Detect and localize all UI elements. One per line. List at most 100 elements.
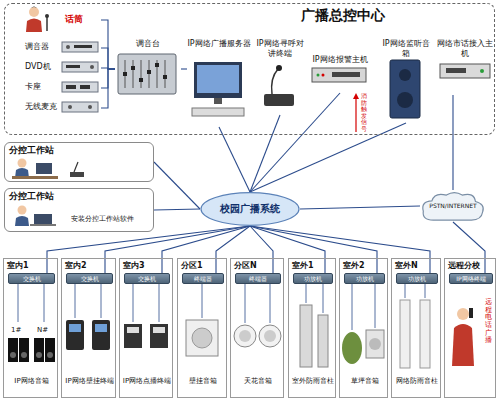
- phone-person: [469, 308, 473, 318]
- speaker-symbol: [47, 352, 53, 358]
- column-speaker-symbol: [420, 300, 430, 368]
- workstation-person: [15, 216, 29, 226]
- audio-device: [62, 42, 98, 112]
- connector: [47, 226, 250, 273]
- zone-box: 室外N网络防雨音柱功放机: [391, 258, 441, 398]
- switch-label: 交换机: [138, 275, 156, 282]
- device-wire: [306, 283, 307, 303]
- switch-label: 终端器: [249, 275, 267, 282]
- trigger-arrow: [353, 93, 359, 132]
- zone-title: 室外N: [394, 261, 419, 271]
- text-slot: 远程分校: [447, 261, 481, 271]
- workstation-person: [70, 172, 84, 177]
- alarm-host-symbol: [317, 74, 320, 77]
- zone-box: 室内2IP网络壁挂终端交换机: [61, 258, 116, 398]
- switch-device: 功放机: [293, 273, 333, 284]
- switch-device: 功放机: [396, 273, 438, 284]
- device-wire: [133, 283, 134, 322]
- text-slot: DVD机: [25, 62, 51, 72]
- switch-device: IP网络终端: [449, 273, 493, 284]
- device-wire: [425, 283, 426, 298]
- speaker-person: [26, 7, 49, 33]
- text-slot: 交换机: [125, 274, 169, 283]
- computer-symbol: [214, 98, 222, 104]
- switch-label: 功放机: [356, 275, 374, 282]
- column-speaker-symbol: [400, 300, 430, 368]
- text-slot: 终端器: [236, 274, 280, 283]
- text-slot: 室外N: [394, 261, 419, 271]
- zone-box: 室内3IP网络点播终端交换机: [119, 258, 173, 398]
- text-slot: 调音器: [25, 42, 49, 52]
- device-caption: 壁挂音箱: [180, 377, 226, 385]
- text-slot: 调音台: [115, 39, 181, 49]
- zone-title: 室内1: [6, 261, 30, 271]
- speaker-symbol: [8, 338, 55, 362]
- mixer-symbol: [141, 60, 142, 88]
- alarm-host-symbol: [322, 74, 325, 77]
- zone-box: 分区N天花音箱终端器: [230, 258, 284, 398]
- lawn-speaker-symbol: [342, 330, 384, 364]
- text-slot: 交换机: [9, 274, 54, 283]
- workstation-person: [12, 176, 58, 179]
- connector: [101, 48, 115, 69]
- alarm-host-symbol: [312, 68, 366, 82]
- speaker-person: [45, 14, 49, 18]
- device-label: DVD机: [25, 62, 51, 72]
- device-caption: IP网络音箱: [6, 377, 57, 385]
- zone-title: 分区N: [233, 261, 258, 271]
- text-slot: 1#: [11, 326, 21, 334]
- text-slot: 分区1: [180, 261, 204, 271]
- network-cloud: PSTN/INTERNET: [420, 190, 486, 222]
- device-wire: [44, 283, 45, 322]
- phone-person: [452, 308, 474, 366]
- connector: [250, 93, 340, 192]
- text-slot: 终端器: [183, 274, 223, 283]
- device-caption: IP网络点播终端: [122, 377, 172, 385]
- audio-device: [68, 105, 72, 109]
- connector: [250, 226, 430, 273]
- audio-device: [80, 85, 90, 89]
- workstation-title: 分控工作站: [8, 145, 55, 156]
- device-caption: 草坪音箱: [342, 377, 387, 385]
- text-slot: 消防触发信号: [361, 93, 367, 133]
- wall-terminal-symbol: [69, 324, 81, 332]
- device-label: 调音台: [115, 39, 181, 49]
- device-wire: [405, 283, 406, 298]
- ellipse-outline: [201, 193, 299, 226]
- hub-label: 校园广播系统: [220, 203, 280, 215]
- switch-label: IP网络终端: [456, 275, 485, 282]
- ceiling-speaker-symbol: [259, 325, 281, 347]
- mixer-symbol: [147, 70, 151, 74]
- text-slot: 卡座: [25, 82, 41, 92]
- text-slot: IP网络监听音箱: [379, 39, 433, 58]
- switch-label: 交换机: [23, 275, 41, 282]
- software-note: 安装分控工作站软件: [71, 215, 153, 223]
- zone-box: 室外2草坪音箱功放机: [339, 258, 388, 398]
- wall-terminal-symbol: [66, 320, 84, 350]
- device-wire: [270, 283, 271, 323]
- audio-device: [74, 45, 92, 48]
- text-slot: 室外防雨音柱: [291, 377, 335, 385]
- text-slot: 功放机: [294, 274, 332, 283]
- computer-symbol: [192, 62, 244, 116]
- microphone-source: 话筒: [21, 7, 101, 33]
- speaker-person: [29, 7, 39, 11]
- device-label: IP网络监听音箱: [379, 39, 433, 58]
- connector: [219, 127, 250, 192]
- request-terminal-symbol: [150, 324, 168, 348]
- signal-label: 消防触发信号: [361, 93, 367, 133]
- device-wire: [202, 283, 203, 318]
- column-speaker-symbol: [318, 315, 328, 367]
- speaker-symbol: [21, 352, 27, 358]
- workstation-person: [30, 224, 56, 226]
- text-slot: PSTN/INTERNET: [420, 190, 486, 222]
- tower-speaker-symbol: [390, 60, 420, 118]
- text-slot: IP网络广播服务器: [187, 39, 251, 49]
- audio-device: [66, 45, 70, 49]
- workstation-person: [34, 214, 52, 224]
- zone-title: 远程分校: [447, 261, 481, 271]
- device-label: 网络市话接入主机: [437, 39, 493, 58]
- mixer-symbol: [131, 66, 135, 70]
- audio-device: [66, 65, 80, 68]
